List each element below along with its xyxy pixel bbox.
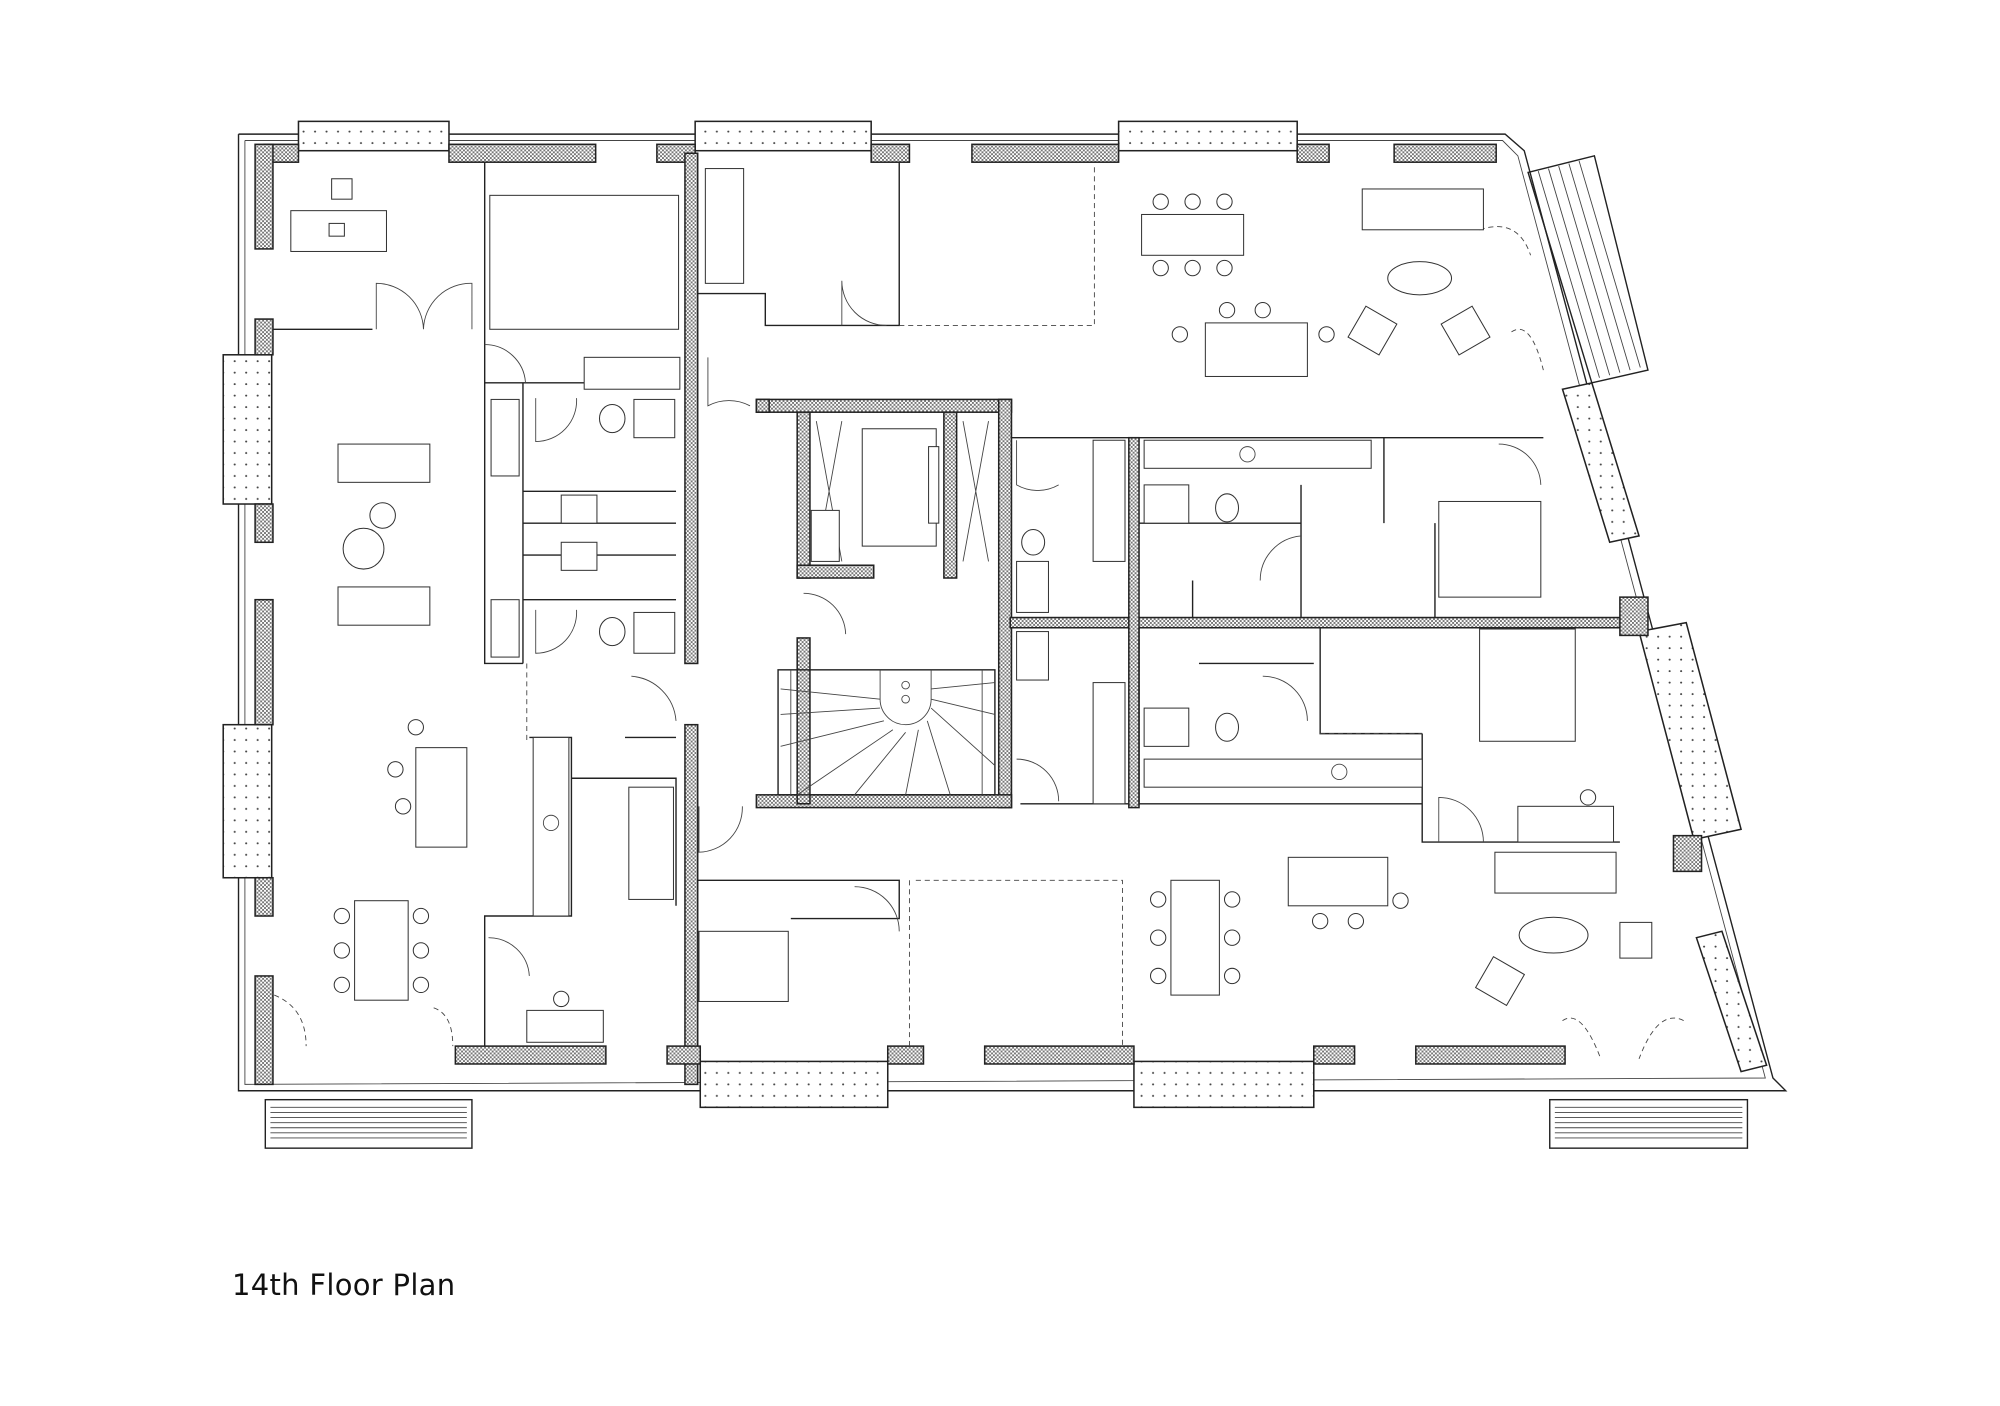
elevator-shaft <box>815 421 989 562</box>
beds <box>489 168 1576 1002</box>
balcony-bottom-right <box>1549 1098 1749 1149</box>
chairs <box>333 193 1597 1008</box>
balcony-top-right <box>1527 154 1649 384</box>
kitchen-counters <box>532 439 1423 917</box>
structural-walls <box>254 143 1703 1086</box>
partitions <box>272 162 1620 1047</box>
dashed-lines <box>274 163 1684 1060</box>
doors <box>375 280 1542 976</box>
staircase <box>777 669 996 796</box>
balcony-bottom-left <box>264 1098 473 1149</box>
facade-panels <box>222 120 1768 1109</box>
bathroom-fixtures <box>490 398 1240 805</box>
page-title: 14th Floor Plan <box>232 1268 456 1302</box>
living-furniture <box>290 178 1653 1043</box>
